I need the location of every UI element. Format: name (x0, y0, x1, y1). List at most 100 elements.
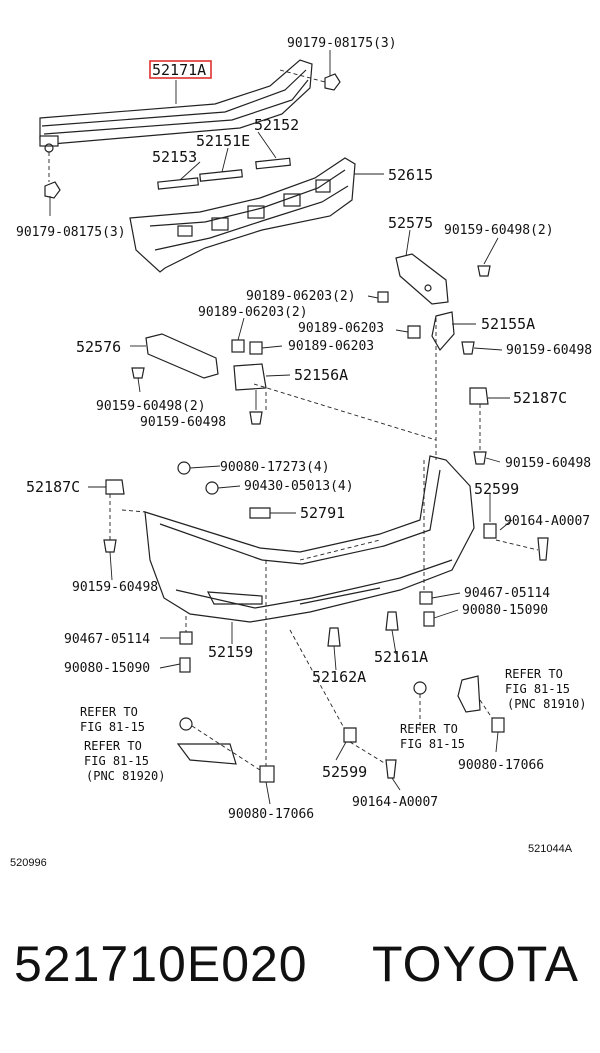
label-90080-17066-right: 90080-17066 (458, 758, 544, 773)
caption-bar: 521710E020 TOYOTA (0, 935, 600, 1015)
screw-90159-top (477, 265, 491, 277)
label-52161A: 52161A (374, 648, 428, 666)
screw-ref-right (413, 681, 427, 695)
ref-center-1: REFER TO (400, 722, 458, 736)
label-90080-17066-bottom: 90080-17066 (228, 807, 314, 822)
absorber-rod-52153 (157, 177, 199, 190)
nut-90080-15090-left (179, 657, 191, 673)
label-90159-l1: 90159-60498 (140, 415, 226, 430)
bracket-52156a (233, 363, 267, 391)
bracket-52576 (145, 333, 219, 379)
ref-right-1: REFER TO (505, 667, 563, 681)
screw-90164-right (537, 537, 549, 561)
clip-90467-left (179, 631, 193, 645)
label-52599-bottom: 52599 (322, 763, 367, 781)
clip-52791 (249, 507, 271, 519)
label-52615: 52615 (388, 166, 433, 184)
clip-90189-c (377, 291, 389, 303)
label-52153: 52153 (152, 148, 197, 166)
clip-90179-left (44, 181, 61, 199)
label-90189-a: 90189-06203(2) (246, 289, 356, 304)
label-90179-left: 90179-08175(3) (16, 225, 126, 240)
ref-right-3: (PNC 81910) (507, 697, 586, 711)
screw-90159-r2 (473, 451, 487, 465)
label-90080-15090-left: 90080-15090 (64, 661, 150, 676)
bracket-52575 (395, 253, 449, 305)
label-52159: 52159 (208, 643, 253, 661)
clip-90467-right (419, 591, 433, 605)
ref-left-4: FIG 81-15 (84, 754, 149, 768)
screw-90159-l3 (103, 539, 117, 553)
screw-52599-bottom (343, 727, 357, 743)
bumper-energy-absorber (129, 157, 356, 273)
screw-90164-bottom (385, 759, 397, 779)
label-90189-b: 90189-06203(2) (198, 305, 308, 320)
label-52155A: 52155A (481, 315, 535, 333)
label-52171A: 52171A (152, 61, 206, 79)
nut-90080-17273 (177, 461, 191, 475)
label-52791: 52791 (300, 504, 345, 522)
label-52575: 52575 (388, 214, 433, 232)
label-52187C-right: 52187C (513, 389, 567, 407)
label-52599-right: 52599 (474, 480, 519, 498)
diagram-code-right: 521044A (528, 843, 573, 855)
label-52152: 52152 (254, 116, 299, 134)
reflector-left (176, 743, 237, 765)
clip-52162a (327, 627, 341, 647)
ref-left-3: REFER TO (84, 739, 142, 753)
label-90080-15090-right: 90080-15090 (462, 603, 548, 618)
clip-90179-top (324, 73, 341, 91)
ref-left-2: FIG 81-15 (80, 720, 145, 734)
label-90080-17273: 90080-17273(4) (220, 460, 330, 475)
label-52576: 52576 (76, 338, 121, 356)
label-52151E: 52151E (196, 132, 250, 150)
clip-90189-b (231, 339, 245, 353)
label-52187C-left: 52187C (26, 478, 80, 496)
screw-90159-r1 (461, 341, 475, 355)
label-52162A: 52162A (312, 668, 366, 686)
clip-90189-d (249, 341, 263, 355)
reflector-right (457, 675, 481, 713)
label-90179-top: 90179-08175(3) (287, 36, 397, 51)
absorber-rod-52151e (199, 169, 243, 182)
clip-90189-a (407, 325, 421, 339)
ref-left-1: REFER TO (80, 705, 138, 719)
bracket-52155a (431, 311, 455, 352)
nut-90080-17066-right (491, 717, 505, 733)
diagram-code-left: 520996 (10, 857, 47, 869)
nut-90080-15090-right (423, 611, 435, 627)
rear-bumper-reinforcement (39, 59, 313, 153)
label-90430: 90430-05013(4) (244, 479, 354, 494)
screw-ref-left (179, 717, 193, 731)
label-90189-d: 90189-06203 (288, 339, 374, 354)
ref-left-5: (PNC 81920) (86, 769, 165, 783)
screw-52599-right (483, 523, 497, 539)
clip-90430 (205, 481, 219, 495)
label-90159-l3: 90159-60498 (72, 580, 158, 595)
ref-right-2: FIG 81-15 (505, 682, 570, 696)
retainer-52187c-right (469, 387, 489, 405)
screw-90159-l2 (131, 367, 145, 379)
ref-center-2: FIG 81-15 (400, 737, 465, 751)
label-90467-left: 90467-05114 (64, 632, 150, 647)
label-90159-l2: 90159-60498(2) (96, 399, 206, 414)
leader-lines (48, 50, 539, 805)
label-90467-right: 90467-05114 (464, 586, 550, 601)
label-90159-r2: 90159-60498 (505, 456, 591, 471)
clip-52161a (385, 611, 399, 631)
retainer-52187c-left (105, 479, 125, 495)
rear-bumper-cover (144, 455, 475, 623)
label-90189-c: 90189-06203 (298, 321, 384, 336)
label-90164-bottom: 90164-A0007 (352, 795, 438, 810)
nut-90080-17066-left (259, 765, 275, 783)
screw-90159-l1 (249, 411, 263, 425)
label-90159-top: 90159-60498(2) (444, 223, 554, 238)
highlight-box (149, 60, 212, 79)
brand-caption: TOYOTA (372, 936, 579, 992)
label-90164-right: 90164-A0007 (504, 514, 590, 529)
label-52156A: 52156A (294, 366, 348, 384)
absorber-rod-52152 (255, 157, 291, 170)
part-number-caption: 521710E020 (14, 936, 308, 992)
label-90159-r1: 90159-60498 (506, 343, 592, 358)
